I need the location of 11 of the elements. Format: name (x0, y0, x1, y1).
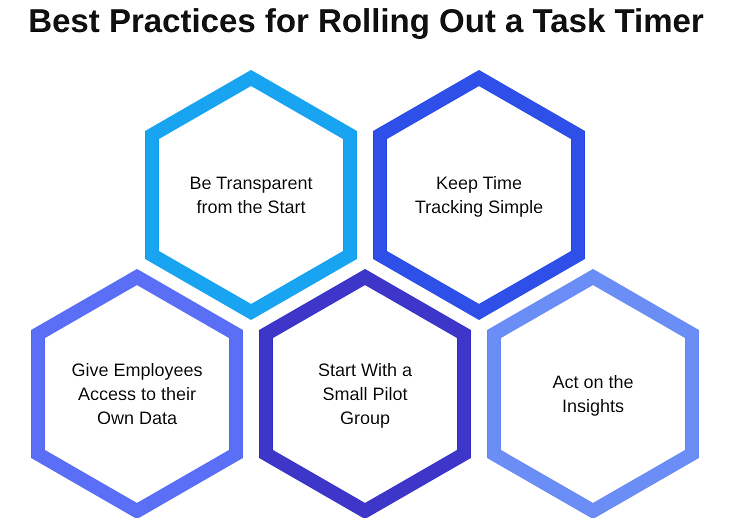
diagram-title: Best Practices for Rolling Out a Task Timer (27, 2, 705, 40)
hexagon-shape (485, 269, 701, 518)
hexagon-shape (143, 70, 359, 320)
hexagon-shape (29, 269, 245, 518)
practice-label: Give Employees Access to their Own Data (70, 359, 204, 430)
practice-label: Be Transparent from the Start (188, 172, 314, 219)
practice-label: Keep Time Tracking Simple (414, 172, 544, 219)
practice-label: Act on the Insights (551, 371, 635, 418)
hexagon-shape (257, 269, 473, 518)
practice-label: Start With a Small Pilot Group (316, 359, 414, 430)
hexagon-shape (371, 70, 587, 320)
